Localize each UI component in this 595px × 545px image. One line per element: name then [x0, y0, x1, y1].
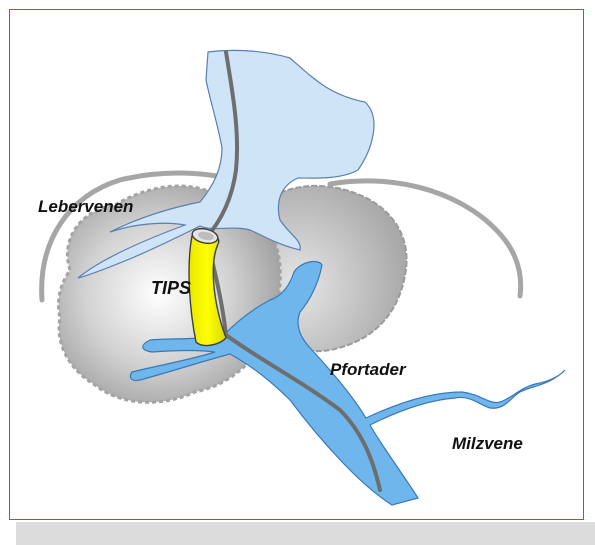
- label-milzvene: Milzvene: [452, 434, 523, 454]
- label-pfortader: Pfortader: [330, 360, 406, 380]
- label-tips: TIPS: [151, 278, 191, 299]
- label-lebervenen: Lebervenen: [38, 197, 133, 217]
